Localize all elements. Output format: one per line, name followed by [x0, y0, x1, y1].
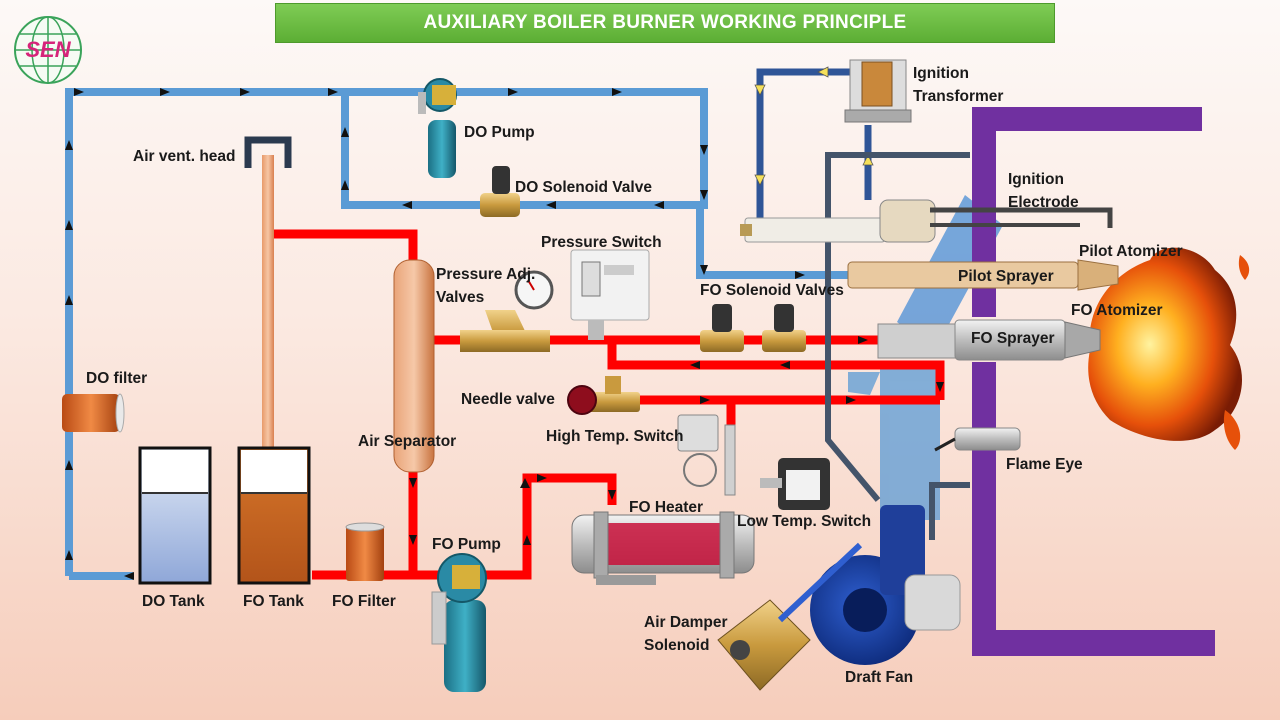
label-pilot-sprayer: Pilot Sprayer	[958, 268, 1054, 285]
flame-icon	[1088, 247, 1250, 450]
label-fo-atomizer: FO Atomizer	[1071, 302, 1163, 319]
label-do-tank: DO Tank	[142, 593, 205, 610]
pilot-sprayer-icon	[847, 259, 1119, 291]
label-fo-tank: FO Tank	[243, 593, 304, 610]
sen-logo: SEN	[12, 14, 84, 86]
electric-arrows	[754, 66, 874, 186]
air-separator-icon	[393, 259, 435, 473]
do-solenoid-valve-icon	[480, 166, 520, 217]
label-air-vent-head: Air vent. head	[133, 148, 236, 165]
label-pilot-atomizer: Pilot Atomizer	[1079, 243, 1183, 260]
fo-tank-icon	[237, 446, 311, 585]
label-fo-solenoid-valves: FO Solenoid Valves	[700, 282, 844, 299]
do-tank-icon	[138, 446, 212, 585]
globe-logo-icon: SEN	[14, 16, 82, 84]
label-flame-eye: Flame Eye	[1006, 456, 1083, 473]
label-ignition-transformer-1: Ignition	[913, 65, 969, 82]
label-high-temp-switch: High Temp. Switch	[546, 428, 684, 445]
label-low-temp-switch: Low Temp. Switch	[737, 513, 872, 530]
label-do-filter: DO filter	[86, 370, 148, 387]
draft-fan-icon	[810, 505, 961, 665]
do-filter-icon	[62, 393, 125, 433]
label-pressure-adj-2: Valves	[436, 289, 485, 306]
label-ignition-transformer-2: Transformer	[913, 88, 1004, 105]
label-ignition-electrode-1: Ignition	[1008, 171, 1064, 188]
high-temp-switch-icon	[677, 414, 736, 496]
air-damper-solenoid-icon	[717, 542, 863, 691]
label-pressure-adj-1: Pressure Adj.	[436, 266, 536, 283]
label-fo-heater: FO Heater	[629, 499, 704, 516]
air-vent-head-icon	[244, 136, 292, 450]
label-air-damper-1: Air Damper	[644, 614, 728, 631]
label-ignition-electrode-2: Electrode	[1008, 194, 1079, 211]
fo-filter-icon	[345, 522, 385, 581]
page-title: AUXILIARY BOILER BURNER WORKING PRINCIPL…	[275, 3, 1055, 43]
label-fo-pump: FO Pump	[432, 536, 501, 553]
flame-eye-icon	[934, 427, 1021, 452]
pressure-switch-icon	[570, 249, 650, 340]
fo-pump-icon	[431, 553, 487, 692]
label-air-separator: Air Separator	[358, 433, 457, 450]
needle-valve-icon	[567, 376, 640, 415]
label-fo-filter: FO Filter	[332, 593, 396, 610]
ignition-transformer-icon	[844, 59, 912, 123]
do-flow-arrows	[65, 88, 805, 580]
logo-text: SEN	[25, 37, 71, 62]
do-pump-icon	[418, 78, 457, 178]
control-lines	[825, 152, 970, 540]
ignition-electrode-icon	[740, 199, 1113, 243]
fo-solenoid-valves-icon	[700, 304, 806, 352]
label-fo-sprayer: FO Sprayer	[971, 330, 1055, 347]
label-air-damper-2: Solenoid	[644, 637, 710, 654]
label-pressure-switch: Pressure Switch	[541, 234, 662, 251]
label-needle-valve: Needle valve	[461, 391, 555, 408]
label-do-pump: DO Pump	[464, 124, 535, 141]
label-do-solenoid-valve: DO Solenoid Valve	[515, 179, 652, 196]
label-draft-fan: Draft Fan	[845, 669, 914, 686]
fo-heater-icon	[571, 511, 755, 585]
low-temp-switch-icon	[760, 458, 830, 510]
pressure-adj-valve-icon	[460, 270, 554, 352]
fo-sprayer-icon	[877, 319, 1101, 361]
